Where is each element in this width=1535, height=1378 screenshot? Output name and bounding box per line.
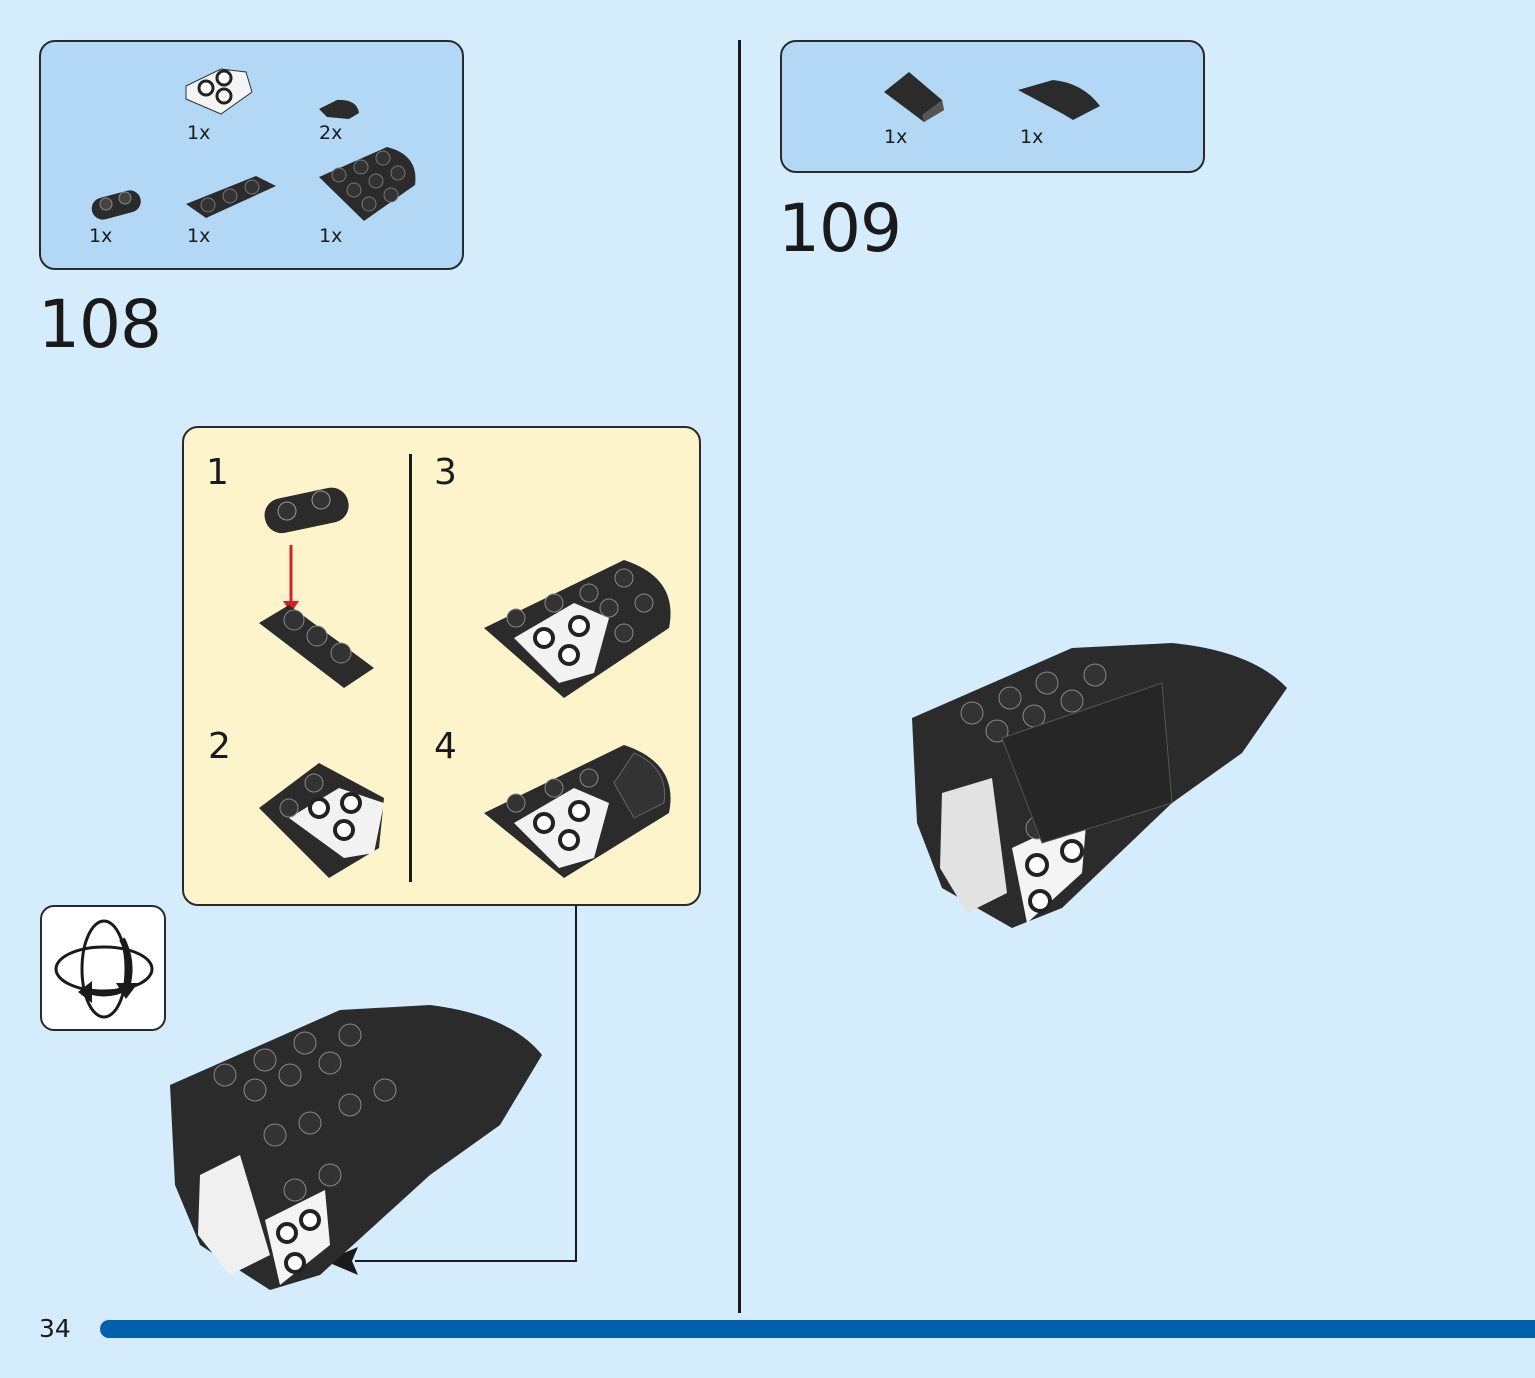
black-slope-icon — [884, 72, 944, 122]
substep-3-illustration — [484, 560, 671, 698]
qty: 1x — [187, 122, 211, 144]
step-number-108: 108 — [38, 286, 162, 363]
qty: 1x — [319, 225, 343, 247]
qty: 1x — [884, 126, 908, 148]
substep-4-illustration — [484, 745, 671, 878]
qty: 2x — [319, 122, 343, 144]
white-wedge-plate-icon — [185, 68, 253, 115]
substep-number: 4 — [434, 726, 457, 767]
substep-number: 2 — [208, 726, 231, 767]
page-number: 34 — [39, 1314, 71, 1343]
qty: 1x — [187, 225, 211, 247]
black-curved-slope-icon — [1018, 80, 1100, 120]
progress-bar — [100, 1320, 1535, 1338]
substep-1-illustration — [259, 487, 374, 688]
black-1x3-plate-icon — [186, 176, 276, 218]
step-109-model-illustration — [912, 643, 1287, 928]
substep-number: 1 — [206, 452, 229, 493]
page-divider — [738, 40, 741, 1313]
substep-number: 3 — [434, 452, 457, 493]
step-108-model-illustration — [170, 1005, 542, 1290]
step-number-109: 109 — [778, 190, 902, 267]
substep-2-illustration — [259, 763, 384, 878]
qty: 1x — [1020, 126, 1044, 148]
black-round-corner-plate-icon — [319, 147, 416, 221]
parts-list-109: 1x 1x — [780, 40, 1205, 173]
sub-assembly-box: 1 2 3 4 — [182, 426, 701, 906]
divider — [409, 454, 412, 882]
parts-list-108: 1x 2x 1x 1x 1x — [39, 40, 464, 270]
black-quarter-tile-icon — [319, 99, 359, 119]
qty: 1x — [89, 225, 113, 247]
rotate-model-icon — [40, 905, 166, 1031]
black-rounded-plate-icon — [91, 190, 141, 220]
